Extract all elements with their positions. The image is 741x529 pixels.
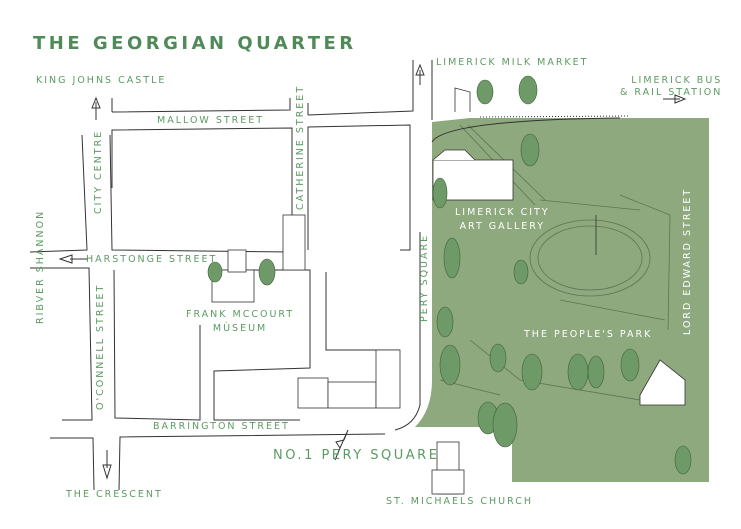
label-barrington-street[interactable]: BARRINGTON STREET bbox=[153, 421, 290, 432]
label-mallow-street[interactable]: MALLOW STREET bbox=[157, 115, 265, 126]
label-lord-edward-street[interactable]: LORD EDWARD STREET bbox=[682, 187, 693, 335]
arrow-down-icon bbox=[102, 450, 112, 480]
direction-arrows bbox=[58, 63, 687, 480]
label-line: FRANK MCCOURT bbox=[186, 309, 295, 320]
label-the-crescent[interactable]: THE CRESCENT bbox=[66, 489, 163, 500]
label-line: LIMERICK BUS bbox=[631, 75, 723, 86]
label-harstonge-street[interactable]: HARSTONGE STREET bbox=[86, 254, 218, 265]
label-peoples-park[interactable]: THE PEOPLE'S PARK bbox=[524, 329, 653, 340]
label-city-centre[interactable]: CITY CENTRE bbox=[93, 129, 104, 214]
arrow-up-icon bbox=[415, 63, 425, 85]
arrow-left-icon bbox=[58, 254, 88, 264]
bandstand bbox=[639, 359, 686, 406]
map-title: THE GEORGIAN QUARTER bbox=[33, 33, 357, 54]
label-limerick-milk-market[interactable]: LIMERICK MILK MARKET bbox=[436, 57, 589, 68]
label-river-shannon[interactable]: RIBVER SHANNON bbox=[35, 209, 46, 324]
label-pery-square[interactable]: PERY SQUARE bbox=[419, 233, 430, 322]
label-king-johns-castle[interactable]: KING JOHNS CASTLE bbox=[36, 75, 167, 86]
label-oconnell-street[interactable]: O'CONNELL STREET bbox=[95, 283, 106, 410]
park-fence bbox=[479, 115, 631, 118]
label-line: LIMERICK CITY bbox=[455, 207, 550, 218]
label-art-gallery[interactable]: LIMERICK CITY ART GALLERY bbox=[455, 208, 550, 231]
label-no1-pery-square[interactable]: NO.1 PERY SQUARE bbox=[273, 448, 440, 463]
label-catherine-street[interactable]: CATHERINE STREET bbox=[295, 84, 306, 210]
label-st-michaels-church[interactable]: ST. MICHAELS CHURCH bbox=[386, 496, 533, 507]
roads bbox=[29, 60, 621, 491]
label-limerick-bus[interactable]: LIMERICK BUS& RAIL STATION bbox=[620, 76, 722, 97]
arrow-up-icon bbox=[334, 429, 349, 461]
no1-pery-square-building bbox=[297, 377, 329, 409]
label-line: MÙSEUM bbox=[212, 322, 268, 334]
arrow-right-icon bbox=[663, 94, 687, 104]
label-line: & RAIL STATION bbox=[620, 86, 723, 98]
label-frank-mccourt-museum[interactable]: FRANK MCCOURT MÙSEUM bbox=[186, 310, 294, 333]
arrow-up-icon bbox=[91, 96, 101, 120]
trees bbox=[207, 75, 692, 475]
label-line: ART GALLERY bbox=[459, 220, 546, 232]
